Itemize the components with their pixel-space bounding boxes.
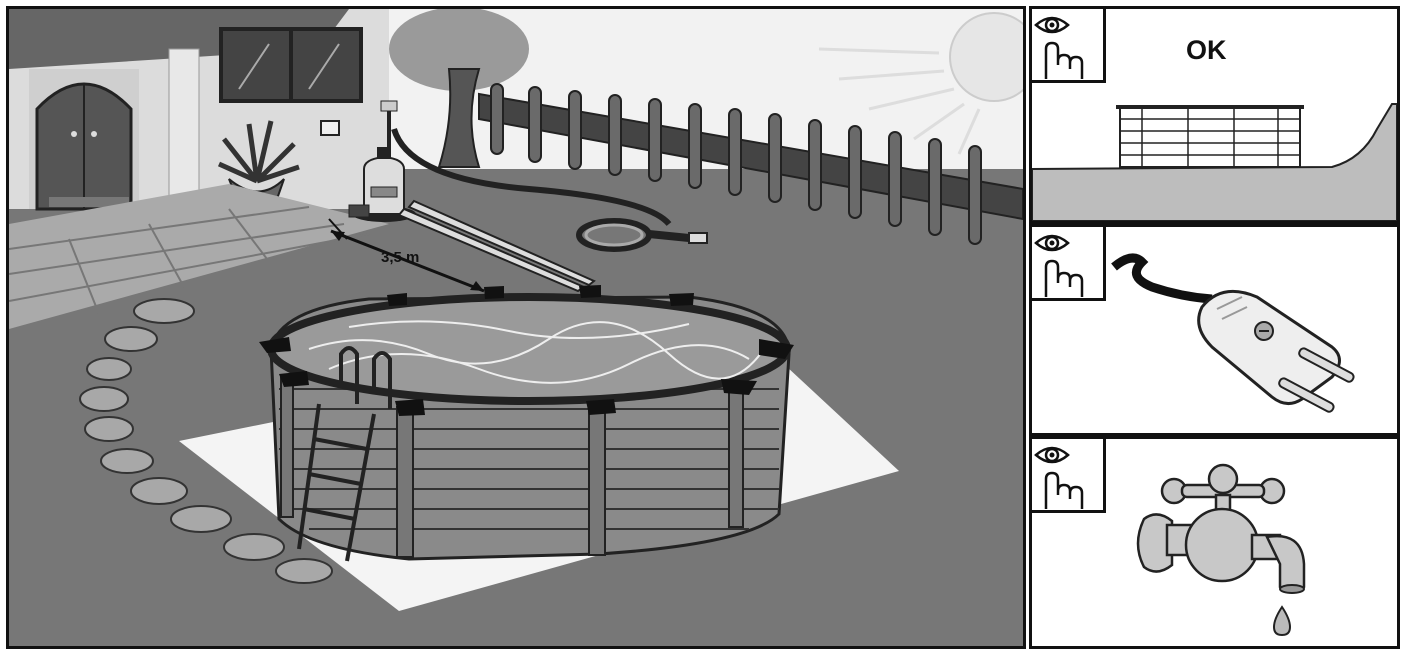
eye-hand-icon — [1032, 227, 1106, 301]
distance-label: 3,5 m — [381, 249, 419, 266]
pool-installation-scene: 3,5 m — [6, 6, 1026, 649]
wooden-pool — [259, 285, 794, 561]
check-panel-electric-plug — [1029, 224, 1400, 436]
eye-hand-icon — [1032, 9, 1106, 83]
ok-label: OK — [1186, 35, 1227, 66]
scene-drawing: 3,5 m — [9, 9, 1023, 646]
check-panel-water-tap — [1029, 436, 1400, 649]
wall-socket-icon — [321, 121, 339, 135]
eye-hand-icon — [1032, 439, 1106, 513]
house — [9, 9, 389, 209]
water-drop-icon — [1274, 607, 1290, 635]
check-panel-level-ground: OK — [1029, 6, 1400, 224]
